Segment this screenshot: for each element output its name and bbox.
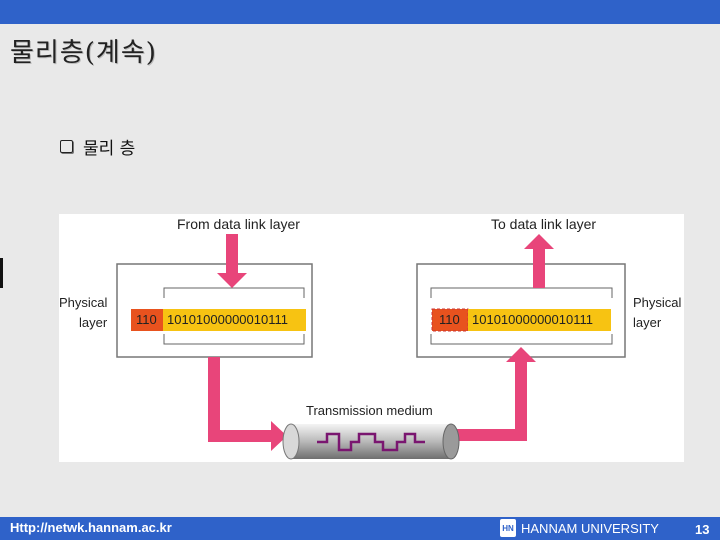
left-bracket-bottom xyxy=(163,334,305,345)
right-header-bits: 110 xyxy=(439,312,460,327)
pipe-left-end xyxy=(282,423,300,460)
left-layer-label-2: layer xyxy=(79,315,108,330)
left-data-bits: 10101000000010111 xyxy=(167,312,288,327)
arrow-medium-to-right xyxy=(452,347,536,441)
checkbox-bullet-icon xyxy=(60,140,73,153)
left-header-bits: 110 xyxy=(136,312,157,327)
left-layer-label-1: Physical xyxy=(59,295,108,310)
footer-url: Http://netwk.hannam.ac.kr xyxy=(10,520,172,535)
diagram-graphics xyxy=(116,234,626,460)
physical-layer-diagram: From data link layer To data link layer … xyxy=(59,214,684,462)
arrow-left-to-medium xyxy=(208,357,287,451)
top-bar xyxy=(0,0,720,24)
from-data-link-label: From data link layer xyxy=(177,216,300,232)
right-data-bits: 10101000000010111 xyxy=(472,312,593,327)
university-brand: HN HANNAM UNIVERSITY xyxy=(500,519,659,537)
right-layer-label-2: layer xyxy=(633,315,662,330)
left-header-field xyxy=(131,309,163,331)
to-data-link-label: To data link layer xyxy=(491,216,597,232)
page-number: 13 xyxy=(695,522,710,537)
bullet-text: 물리 층 xyxy=(83,139,136,159)
arrow-from-data-link xyxy=(217,234,247,288)
transmission-medium-pipe xyxy=(291,424,451,459)
left-data-field xyxy=(163,309,306,331)
right-bracket-bottom xyxy=(430,334,613,345)
bullet-item: 물리 층 xyxy=(60,134,135,159)
university-logo-icon: HN xyxy=(500,519,516,537)
right-data-field xyxy=(468,309,611,331)
right-bracket-top xyxy=(430,287,613,298)
arrow-to-data-link xyxy=(524,234,554,288)
page-title: 물리층(계속) xyxy=(10,38,157,68)
footer-bar xyxy=(0,517,720,540)
bit-signal-waveform xyxy=(317,432,425,452)
university-name: HANNAM UNIVERSITY xyxy=(521,520,659,536)
transmission-medium-label: Transmission medium xyxy=(306,403,433,418)
right-layer-label-1: Physical xyxy=(633,295,682,310)
pipe-right-end xyxy=(442,423,460,460)
edge-marker xyxy=(0,258,3,288)
left-bracket-top xyxy=(163,287,305,298)
